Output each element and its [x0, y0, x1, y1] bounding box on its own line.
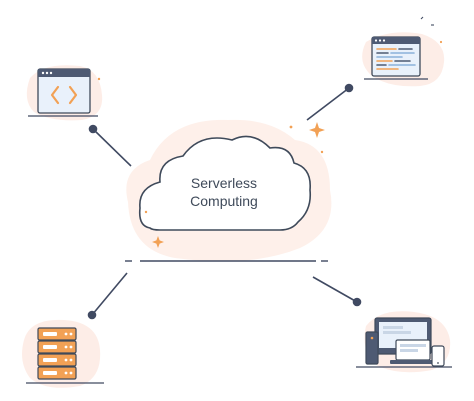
text-editor-icon	[362, 16, 445, 87]
monitor-content	[383, 331, 411, 334]
code-bracket-right	[68, 85, 78, 105]
phone-button	[437, 362, 439, 364]
connector-bottom-right	[312, 276, 358, 303]
connector-dot-top-left	[88, 124, 98, 134]
code-bracket-left	[50, 85, 60, 105]
sparkle-dot	[144, 210, 148, 214]
window-dot	[41, 71, 45, 75]
sparkle-icon	[309, 122, 325, 138]
sparkle-dot	[439, 40, 443, 44]
server-lights	[43, 332, 73, 375]
sparkle-dot	[97, 77, 101, 81]
sparkle-dot	[320, 150, 324, 154]
code-window-icon	[26, 65, 103, 121]
connector-top-left	[92, 128, 132, 167]
laptop-base	[390, 360, 436, 364]
window-dot	[382, 39, 386, 42]
monitor-content	[383, 326, 403, 329]
window-dot	[45, 71, 49, 75]
cloud-label-line1: Serverless	[191, 175, 257, 191]
sparkle-icon	[152, 236, 164, 248]
text-editor-lines	[376, 48, 416, 70]
central-cloud: Serverless Computing	[125, 119, 332, 262]
laptop-content	[400, 344, 426, 347]
window-dot	[49, 71, 53, 75]
connector-dot-bottom-right	[352, 297, 362, 307]
pc-tower	[365, 331, 379, 365]
devices-icon	[356, 311, 452, 373]
sparkle-dot	[289, 125, 293, 129]
window-dot	[378, 39, 382, 42]
connector-bottom-left	[91, 272, 128, 316]
cloud-label-line2: Computing	[190, 193, 258, 209]
tower-light	[370, 336, 374, 340]
cloud-body	[138, 135, 312, 231]
text-editor-spark	[420, 16, 424, 20]
connectors	[87, 83, 362, 320]
connector-top-right	[306, 87, 350, 121]
window-dot	[374, 39, 378, 42]
server-stack-icon	[22, 319, 104, 388]
connector-dot-bottom-left	[87, 310, 97, 320]
laptop-content	[400, 349, 418, 352]
code-window-titlebar	[38, 69, 90, 77]
connector-dot-top-right	[344, 83, 354, 93]
text-editor-titlebar	[372, 37, 420, 44]
phone	[431, 345, 445, 367]
